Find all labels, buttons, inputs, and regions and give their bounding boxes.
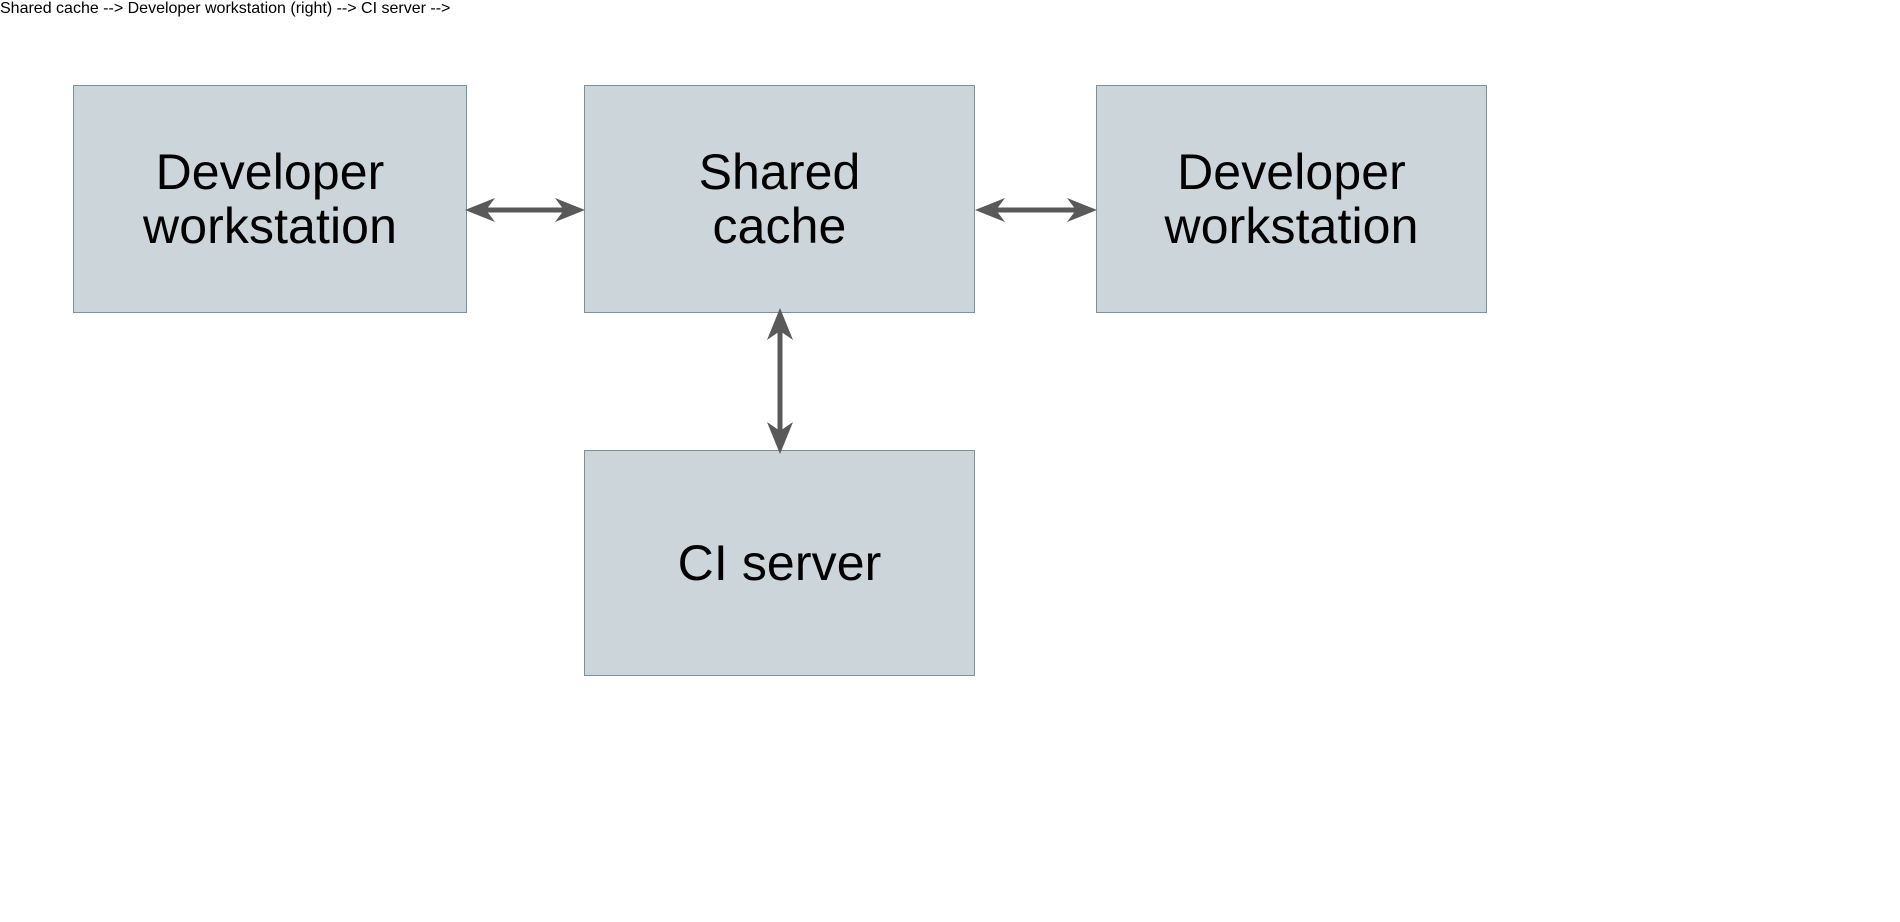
node-developer-workstation-left[interactable]: Developer workstation [73,85,467,313]
connector-shared-cache-to-dev-right [975,198,1097,222]
arrowhead-right-icon [1067,198,1097,222]
connector-shared-cache-to-ci-server [767,308,793,454]
node-label: CI server [677,535,882,591]
arrowhead-right-icon [555,198,585,222]
node-label: Shared cache [698,144,861,254]
node-label: Developer workstation [1164,144,1419,254]
node-developer-workstation-right[interactable]: Developer workstation [1096,85,1487,313]
connector-dev-left-to-shared-cache [465,198,585,222]
arrowhead-left-icon [975,198,1005,222]
node-ci-server[interactable]: CI server [584,450,975,676]
node-label: Developer workstation [143,144,397,254]
node-shared-cache[interactable]: Shared cache [584,85,975,313]
arrowhead-left-icon [465,198,495,222]
